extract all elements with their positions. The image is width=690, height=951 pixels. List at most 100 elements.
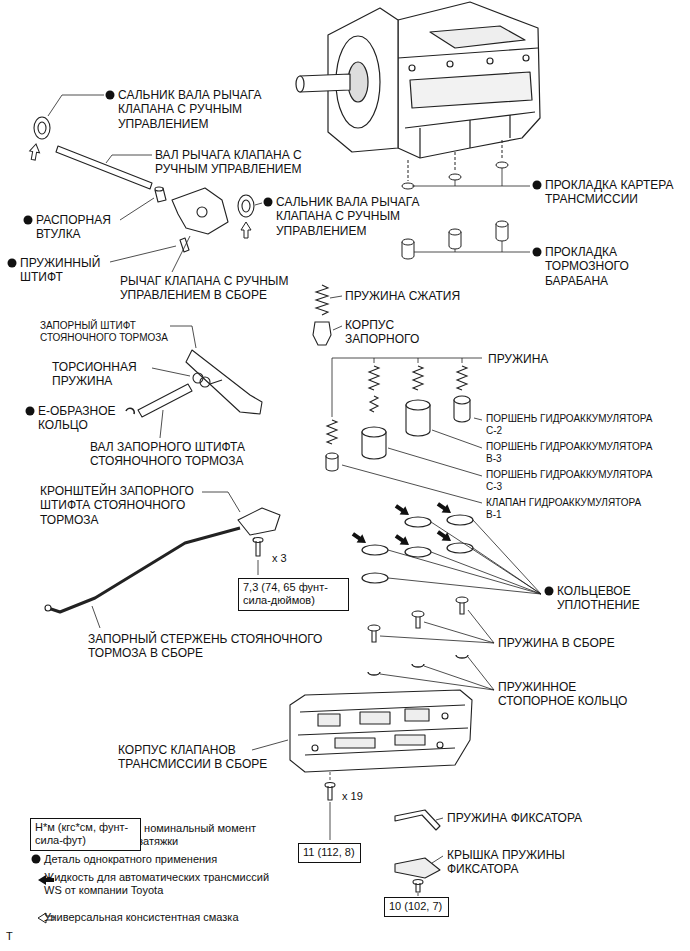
grease-arrow — [28, 143, 41, 160]
torque-box: Н*м (кгс*см, фунт-сила-фут) — [30, 818, 141, 851]
part-label: ЗАПОРНЫЙ СТЕРЖЕНЬ СТОЯНОЧНОГО ТОРМОЗА В … — [88, 632, 336, 661]
part-label: ПРОКЛАДКА ТОРМОЗНОГО БАРАБАНА — [545, 245, 685, 288]
fluid-arrow — [350, 500, 454, 549]
transmission — [348, 62, 368, 102]
leader-line — [436, 818, 443, 820]
transmission — [398, 2, 540, 158]
legend-text: : номинальный момент затяжки — [138, 822, 278, 848]
brake-drum-gasket — [449, 229, 461, 235]
grease-arrow — [241, 222, 251, 238]
fluid-arrow — [393, 532, 412, 549]
fluid-arrow — [350, 530, 369, 547]
transmission — [447, 61, 453, 67]
part-label: ПОРШЕНЬ ГИДРОАККУМУЛЯТОРА В-3 — [486, 441, 656, 465]
parking-lock-parts — [45, 350, 280, 612]
fluid-arrow — [435, 500, 454, 517]
spring-assembly — [368, 625, 380, 631]
part-label: САЛЬНИК ВАЛА РЫЧАГА КЛАПАНА С РУЧНЫМ УПР… — [118, 88, 273, 131]
accumulator-parts — [362, 427, 386, 437]
accumulator-parts — [370, 396, 378, 412]
valve-body — [442, 713, 448, 719]
single-use-mark — [533, 181, 542, 190]
part-label: ТОРСИОННАЯ ПРУЖИНА — [52, 360, 152, 389]
single-use-mark — [106, 91, 115, 100]
leader-line — [332, 358, 482, 417]
single-use-mark — [8, 91, 554, 596]
part-label: ПОРШЕНЬ ГИДРОАККУМУЛЯТОРА С-2 — [486, 413, 656, 437]
brake-drum-gasket — [496, 221, 508, 227]
valve-body — [405, 709, 429, 721]
part-label: КРОНШТЕЙН ЗАПОРНОГО ШТИФТА СТОЯНОЧНОГО Т… — [40, 484, 230, 527]
legend-text: Деталь однократного применения — [44, 853, 304, 866]
legend-sample — [32, 855, 41, 864]
o-ring — [405, 547, 431, 557]
transmission — [296, 76, 304, 92]
transmission — [487, 58, 493, 64]
parking-lock-parts — [253, 538, 263, 543]
manual-valve-parts — [56, 146, 152, 189]
leader-line — [342, 465, 482, 503]
o-ring — [362, 515, 473, 583]
accumulator-parts — [457, 366, 467, 390]
valve-body — [395, 735, 425, 745]
valve-body — [312, 745, 318, 751]
leader-line — [110, 246, 176, 262]
o-ring — [447, 515, 473, 525]
part-label: САЛЬНИК ВАЛА РЫЧАГА КЛАПАНА С РУЧНЫМ УПР… — [276, 195, 426, 238]
snap-ring — [368, 672, 380, 675]
single-use-mark — [264, 198, 273, 207]
single-use-mark — [545, 587, 554, 596]
accumulator-parts — [454, 396, 470, 404]
manual-valve-parts — [172, 188, 228, 234]
valve-body — [395, 858, 440, 878]
leader-line — [255, 203, 262, 205]
transmission — [420, 115, 510, 158]
torque-box: 11 (112, 8) — [298, 843, 361, 863]
leader-line — [160, 410, 163, 438]
brake-drum-gasket — [402, 239, 414, 245]
part-label: ПОРШЕНЬ ГИДРОАККУМУЛЯТОРА С-3 — [486, 469, 656, 493]
leader-line — [388, 448, 482, 476]
snap-ring — [368, 655, 468, 675]
part-label: ЗАПОРНЫЙ ШТИФТ СТОЯНОЧНОГО ТОРМОЗА — [40, 320, 168, 344]
fluid-arrow — [350, 530, 369, 547]
leader-line — [380, 610, 494, 643]
leader-line — [152, 368, 190, 376]
part-label: ПРУЖИНА В СБОРЕ — [498, 636, 668, 650]
o-ring — [447, 543, 473, 553]
fluid-arrow — [393, 502, 412, 519]
part-label: КОРПУС ЗАПОРНОГО — [345, 318, 455, 347]
grease-arrow — [241, 222, 251, 238]
single-use-mark — [24, 216, 33, 225]
torque-value: 7,3 (74, 65 фунт-сила-дюймов) — [243, 581, 343, 607]
brake-drum-gasket — [402, 221, 508, 259]
parking-lock-parts — [200, 377, 210, 387]
leader-line — [333, 326, 342, 330]
leader-line — [92, 606, 100, 628]
leader-line — [258, 560, 259, 575]
o-ring — [362, 573, 388, 583]
torque-value: Н*м (кгс*см, фунт-сила-фут) — [35, 821, 135, 847]
transmission — [409, 65, 415, 71]
grease-arrow — [28, 143, 41, 160]
snap-ring — [412, 664, 424, 667]
leader-line — [414, 241, 530, 252]
snap-ring — [456, 655, 468, 658]
part-label: ПРУЖИННОЕ СТОПОРНОЕ КОЛЬЦО — [498, 680, 648, 709]
single-use-mark — [8, 259, 17, 268]
part-label: ВАЛ РЫЧАГА КЛАПАНА С РУЧНЫМ УПРАВЛЕНИЕМ — [155, 148, 330, 177]
valve-body — [290, 690, 472, 772]
part-label: ПРУЖИНА ФИКСАТОРА — [447, 811, 647, 825]
legend-text: Универсальная консистентная смазка — [44, 911, 294, 924]
valve-body — [298, 705, 468, 755]
part-label: КЛАПАН ГИДРОАККУМУЛЯТОРА В-1 — [486, 497, 656, 521]
quantity-label: x 19 — [342, 790, 382, 803]
figure-code: T — [6, 930, 26, 943]
parking-lock-parts — [256, 541, 260, 556]
leader-line — [172, 236, 190, 272]
part-label: РЫЧАГ КЛАПАНА С РУЧНЫМ УПРАВЛЕНИЕМ В СБО… — [120, 274, 325, 303]
valve-body — [360, 712, 390, 724]
o-ring — [405, 517, 431, 527]
torque-box: 10 (102, 7) — [384, 897, 449, 917]
